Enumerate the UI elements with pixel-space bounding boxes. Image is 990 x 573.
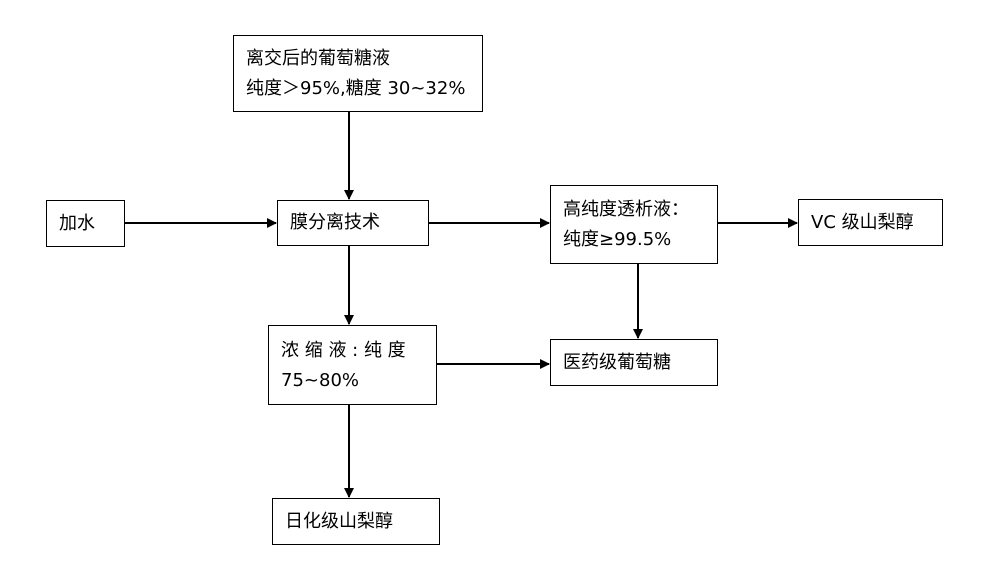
node-medical-glucose: 医药级葡萄糖 — [550, 339, 718, 386]
node-input-glucose: 离交后的葡萄糖液 纯度＞95%,糖度 30~32% — [233, 35, 483, 112]
node-concentrate-line-2: 75~80% — [281, 370, 359, 391]
node-concentrate: 浓 缩 液 : 纯 度 75~80% — [268, 325, 437, 405]
node-membrane-label: 膜分离技术 — [290, 212, 380, 233]
node-water-label: 加水 — [59, 213, 95, 234]
node-add-water: 加水 — [46, 200, 125, 247]
node-vc-label: VC 级山梨醇 — [811, 212, 914, 233]
node-permeate: 高纯度透析液： 纯度≥99.5% — [550, 185, 718, 264]
node-input-line-1: 离交后的葡萄糖液 — [246, 48, 390, 69]
node-permeate-line-2: 纯度≥99.5% — [563, 229, 672, 250]
node-vc-sorbitol: VC 级山梨醇 — [798, 199, 943, 246]
node-medical-label: 医药级葡萄糖 — [563, 352, 671, 373]
node-permeate-line-1: 高纯度透析液： — [563, 199, 689, 220]
node-daily-sorbitol: 日化级山梨醇 — [272, 498, 440, 545]
node-daily-label: 日化级山梨醇 — [285, 511, 393, 532]
node-membrane-separation: 膜分离技术 — [277, 200, 429, 246]
node-input-line-2: 纯度＞95%,糖度 30~32% — [246, 78, 466, 99]
node-concentrate-line-1: 浓 缩 液 : 纯 度 — [281, 340, 406, 361]
